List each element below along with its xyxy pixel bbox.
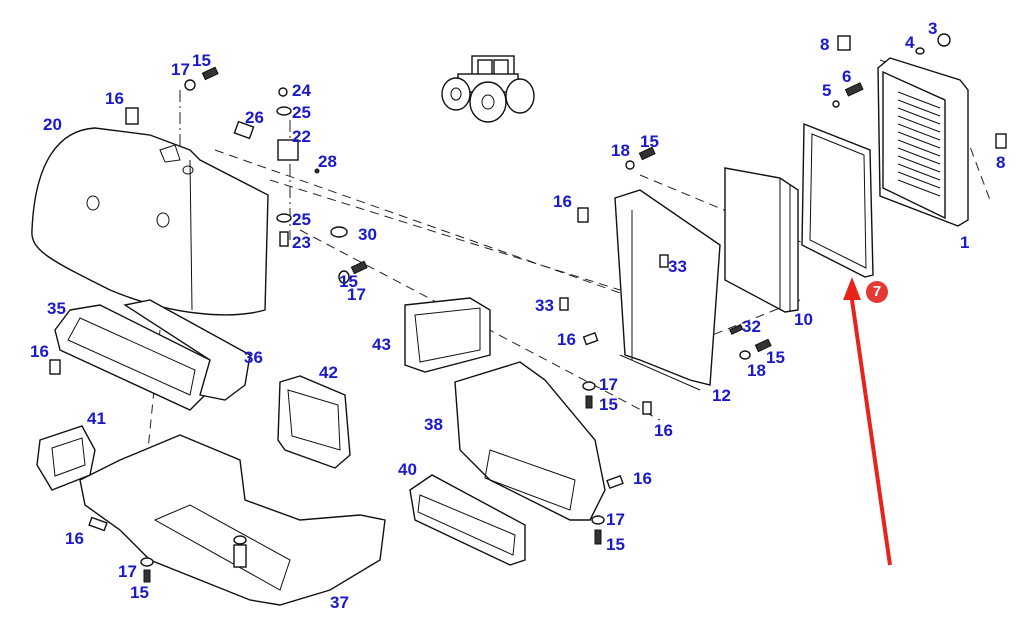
part-label: 1: [960, 233, 970, 252]
part-label: 42: [319, 363, 338, 382]
part-37-duct: [79, 434, 386, 606]
part-label: 16: [633, 469, 652, 488]
part-label: 30: [358, 225, 377, 244]
part-label: 20: [43, 115, 62, 134]
part-label: 5: [822, 81, 832, 100]
part-label: 24: [292, 81, 311, 100]
part-43-seal: [404, 297, 491, 373]
part-label: 16: [553, 192, 572, 211]
grille-slats: [897, 91, 941, 197]
part-label: 16: [654, 421, 673, 440]
part-label: 37: [330, 593, 349, 612]
part-label: 15: [130, 583, 149, 602]
part-label: 15: [599, 395, 618, 414]
part-10-filter: [724, 167, 799, 313]
part-label: 28: [318, 152, 337, 171]
part-label: 40: [398, 460, 417, 479]
part-label: 17: [118, 562, 137, 581]
part-label: 15: [192, 51, 211, 70]
part-label: 16: [105, 89, 124, 108]
part-label: 25: [292, 103, 311, 122]
part-label: 16: [30, 342, 49, 361]
tractor-icon: [441, 55, 535, 123]
part-label: 8: [820, 35, 830, 54]
part-label: 3: [928, 19, 938, 38]
part-label: 35: [47, 299, 66, 318]
part-label: 15: [339, 272, 358, 291]
part-label: 17: [347, 285, 366, 304]
hardware-group: [125, 66, 368, 284]
part-label: 4: [905, 33, 915, 52]
part-label: 41: [87, 409, 106, 428]
part-7-frame: [801, 122, 874, 278]
part-label: 6: [842, 67, 852, 86]
part-label: 15: [766, 348, 785, 367]
part-label: 17: [606, 510, 625, 529]
part-label: 15: [606, 535, 625, 554]
part-label: 38: [424, 415, 443, 434]
part-label: 25: [292, 210, 311, 229]
highlight-arrow: [843, 277, 892, 566]
part-41-seal: [36, 425, 96, 491]
part-label: 33: [668, 257, 687, 276]
part-label: 16: [65, 529, 84, 548]
part-label: 10: [794, 310, 813, 329]
highlight-badge: 7: [866, 281, 888, 303]
part-label: 18: [747, 361, 766, 380]
part-label: 18: [611, 141, 630, 160]
part-label: 23: [292, 233, 311, 252]
part-label: 8: [996, 153, 1006, 172]
part-1-housing: [832, 33, 1007, 227]
part-label: 22: [292, 127, 311, 146]
part-20-cover: [31, 127, 269, 316]
part-label: 43: [372, 335, 391, 354]
part-label: 12: [712, 386, 731, 405]
part-38-duct: [454, 361, 606, 521]
part-label: 15: [640, 132, 659, 151]
part-label: 17: [171, 60, 190, 79]
part-42-seal: [277, 375, 351, 469]
part-label: 32: [742, 317, 761, 336]
part-label: 33: [535, 296, 554, 315]
part-label: 36: [244, 348, 263, 367]
part-label: 16: [557, 330, 576, 349]
part-label: 17: [599, 375, 618, 394]
part-40-seal: [409, 474, 526, 566]
part-label: 26: [245, 108, 264, 127]
part-12-bracket: [49, 146, 772, 583]
part-35-36-gaskets: [54, 299, 251, 411]
